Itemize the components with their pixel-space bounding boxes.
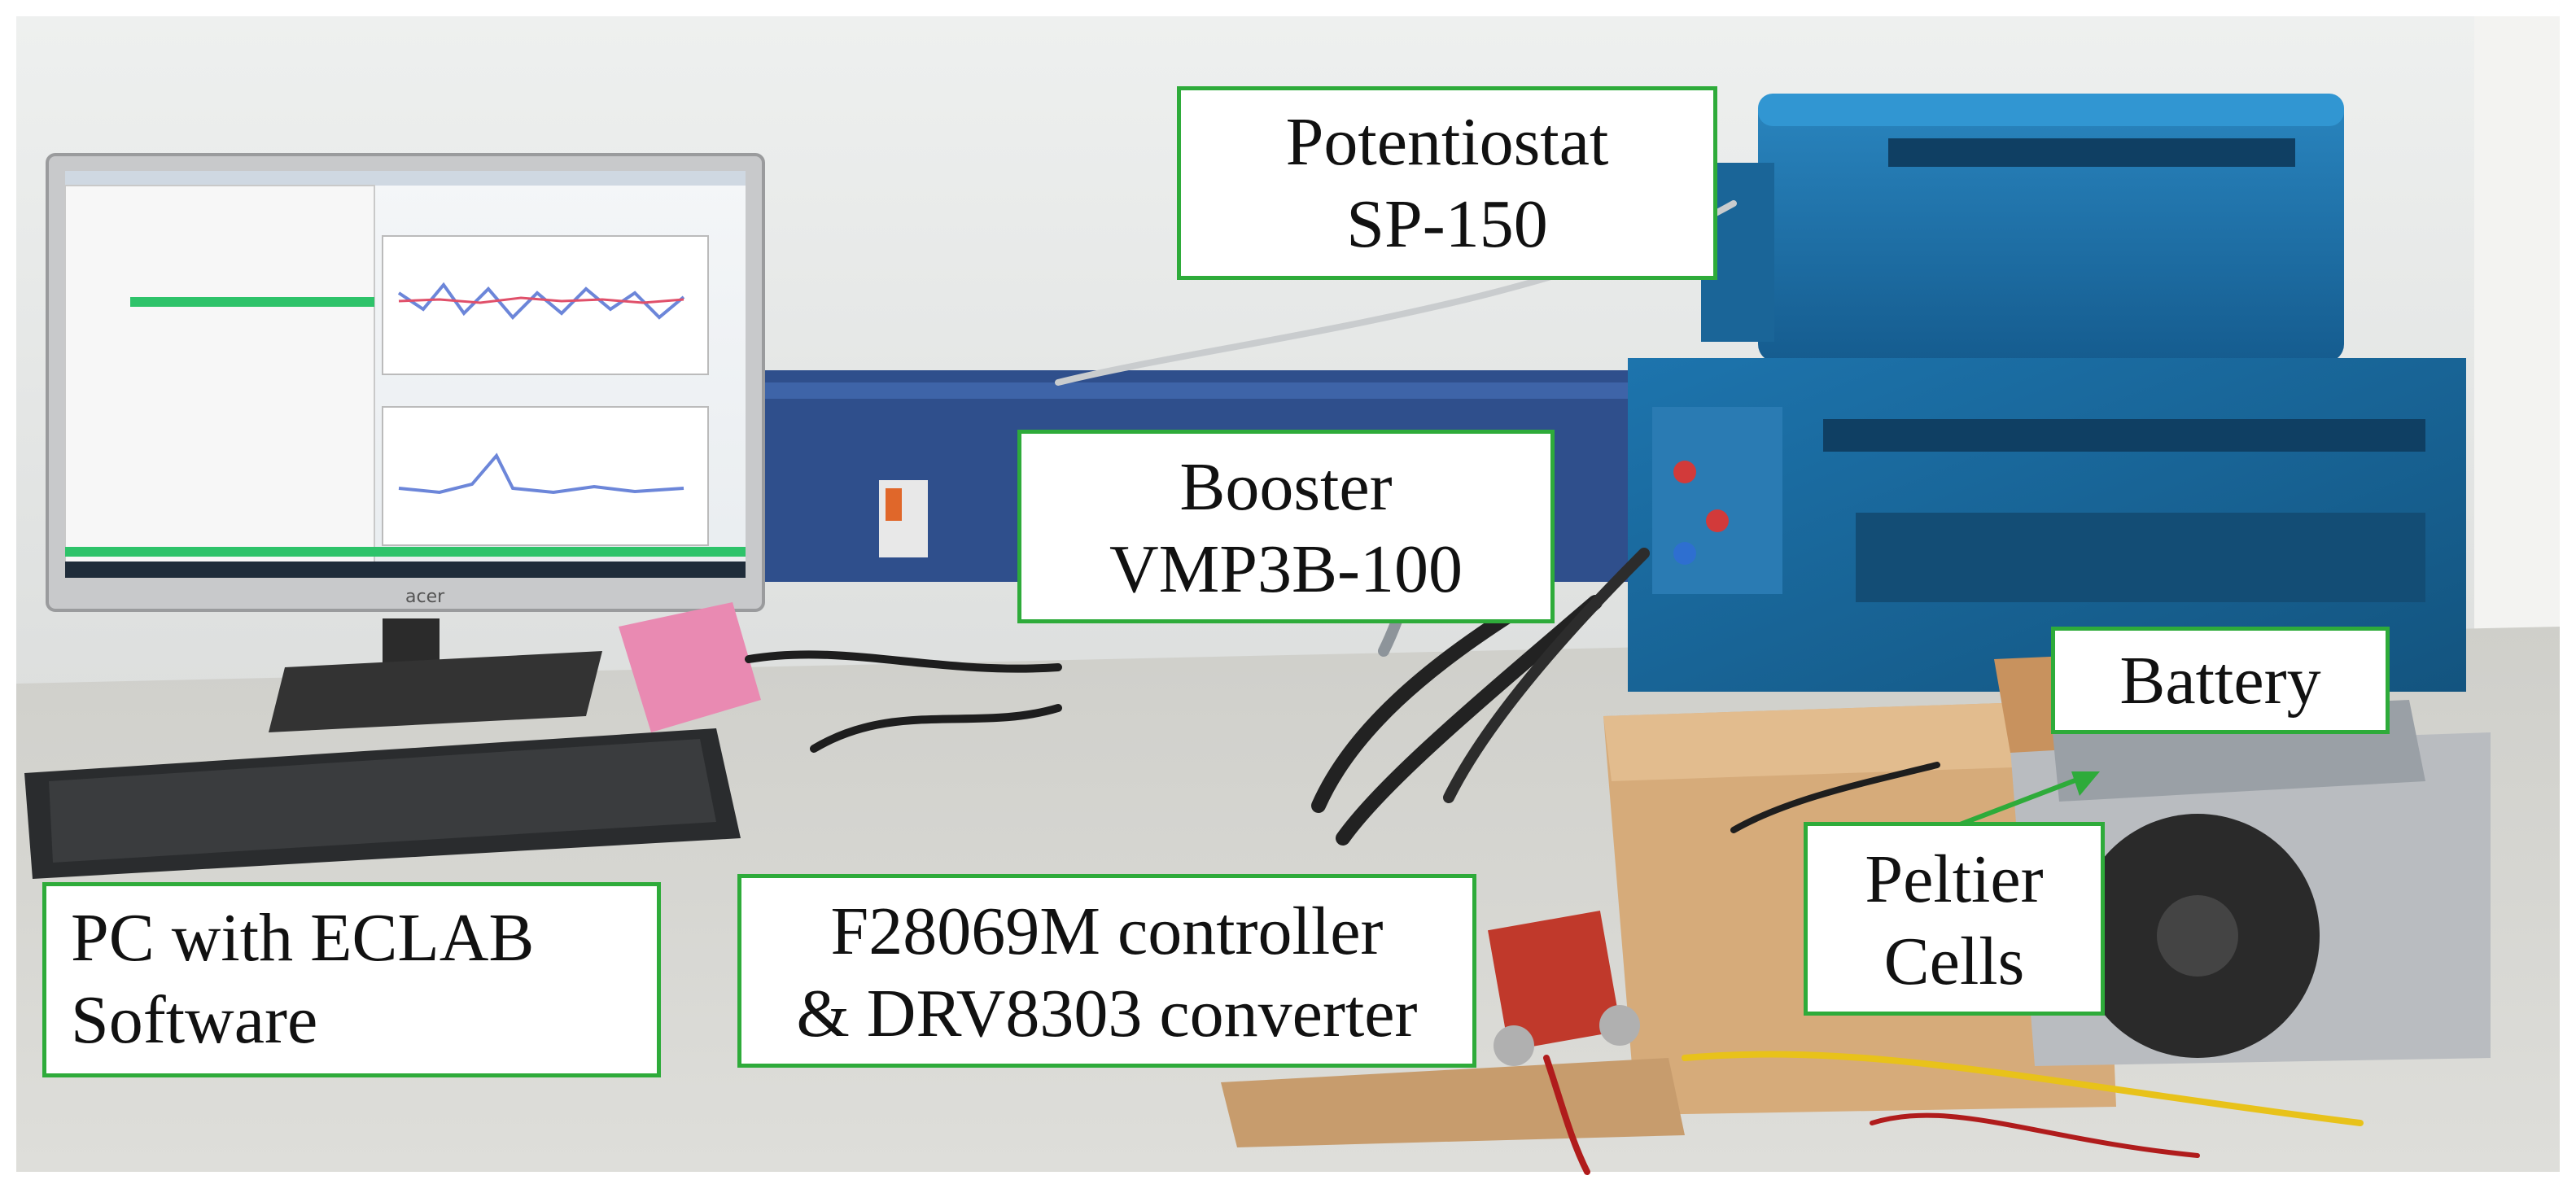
pink-bag	[619, 602, 761, 732]
wall-corner	[2474, 16, 2560, 732]
booster-label-line2: VMP3B-100	[1109, 531, 1463, 607]
pc-label: PC with ECLAB Software	[42, 882, 661, 1077]
potentiostat-device	[1701, 94, 2344, 362]
keyboard	[24, 728, 741, 879]
controller-label: F28069M controller & DRV8303 converter	[737, 874, 1476, 1068]
potentiostat-label-line2: SP-150	[1346, 186, 1548, 262]
booster-label-line1: Booster	[1179, 449, 1393, 525]
pc-label-line2: Software	[71, 981, 318, 1058]
booster-label: Booster VMP3B-100	[1017, 430, 1555, 623]
peltier-label: Peltier Cells	[1804, 822, 2105, 1016]
monitor: acer	[46, 153, 765, 732]
potentiostat-label-line1: Potentiostat	[1285, 104, 1609, 180]
peltier-label-line2: Cells	[1883, 923, 2025, 999]
potentiostat-label: Potentiostat SP-150	[1177, 86, 1717, 280]
controller-label-line2: & DRV8303 converter	[796, 975, 1418, 1051]
pc-label-line1: PC with ECLAB	[71, 900, 535, 976]
peltier-pointer-arrow	[1944, 775, 2085, 832]
monitor-brand-logo: acer	[405, 587, 445, 607]
battery-label: Battery	[2051, 627, 2390, 734]
battery-label-line1: Battery	[2119, 643, 2321, 719]
heatsink-fan	[2010, 732, 2491, 1066]
peltier-label-line1: Peltier	[1865, 841, 2044, 917]
controller-label-line1: F28069M controller	[830, 894, 1384, 969]
